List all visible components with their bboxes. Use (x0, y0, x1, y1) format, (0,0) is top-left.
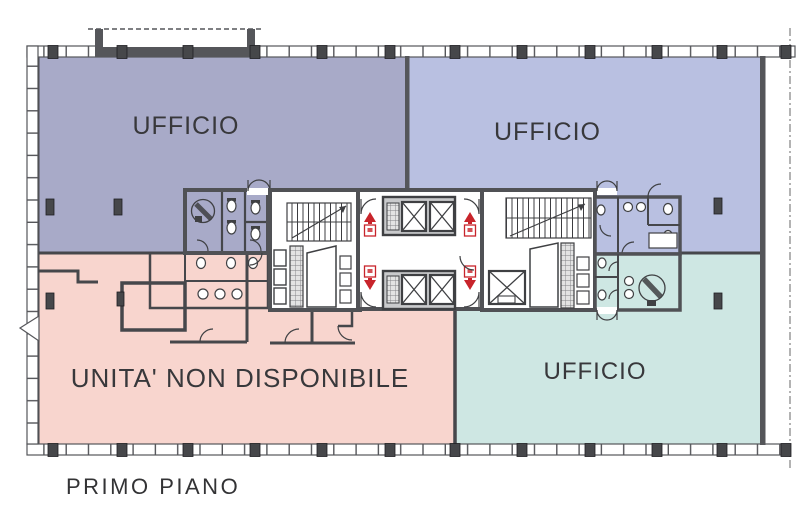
elevator-bank-top (381, 195, 457, 237)
toilet-icon (597, 289, 607, 301)
elevator-car-x (487, 269, 527, 306)
toilet-icon (597, 257, 607, 269)
elevator-car-x (400, 273, 428, 306)
zone-label-unit-not-available: UNITA' NON DISPONIBILE (70, 363, 410, 393)
accessible-wc-icon (638, 274, 666, 306)
stair-block-left (268, 188, 362, 312)
zone-label-office-bottom-right: UFFICIO (543, 358, 647, 385)
elevator-up-indicator (363, 212, 377, 237)
desk (648, 232, 678, 249)
wc-block-top-left (183, 188, 270, 255)
toilet-icon (596, 204, 606, 216)
floor-title: PRIMO PIANO (66, 474, 241, 499)
shaft-hatch (560, 242, 575, 309)
elevator-car-x (428, 273, 456, 306)
elevator-down-indicator (463, 265, 477, 290)
door-arcs-misc (199, 183, 662, 344)
tenancy-divider-wall (405, 56, 410, 197)
unit-partitions (38, 253, 457, 444)
elevator-car-x (400, 200, 428, 233)
toilet-icon (226, 198, 261, 241)
facade-bay-notch (18, 314, 40, 343)
sink-icon (622, 201, 634, 213)
elevator-lobby (356, 188, 484, 311)
elevator-down-indicator (363, 265, 377, 290)
zone-label-office-top-left: UFFICIO (132, 112, 240, 140)
stair-block-right (480, 188, 597, 312)
toilet-icon (225, 256, 237, 270)
facade-windows (18, 45, 796, 456)
accessible-wc-icon (190, 198, 216, 224)
sink-icon (623, 288, 635, 300)
zone-label-office-top-right: UFFICIO (494, 118, 601, 146)
toilet-icon (662, 202, 674, 216)
sink-icon (197, 288, 209, 300)
sink-icon (635, 201, 647, 213)
door-arc (360, 198, 480, 308)
shaft-hatch (289, 245, 304, 308)
door-arc (608, 261, 619, 300)
elevator-car-x (428, 200, 456, 233)
elevator-bank-bottom (381, 269, 457, 311)
sink-icon (231, 288, 243, 300)
stair-flight (529, 242, 559, 308)
interior-columns (45, 197, 723, 310)
double-door-bottom-right (596, 307, 618, 321)
double-door-top-left (247, 179, 271, 195)
sink-icon (623, 275, 635, 287)
double-door-top-right (596, 180, 618, 195)
stair-flight (306, 245, 337, 308)
facade-columns (47, 45, 792, 457)
right-wall (760, 56, 766, 445)
entrance-canopy (88, 28, 262, 57)
toilet-icon (195, 256, 207, 270)
elevator-up-indicator (463, 212, 477, 237)
sink-icon (214, 288, 226, 300)
door-arc (196, 239, 262, 252)
wc-block-bottom-right (593, 252, 682, 312)
